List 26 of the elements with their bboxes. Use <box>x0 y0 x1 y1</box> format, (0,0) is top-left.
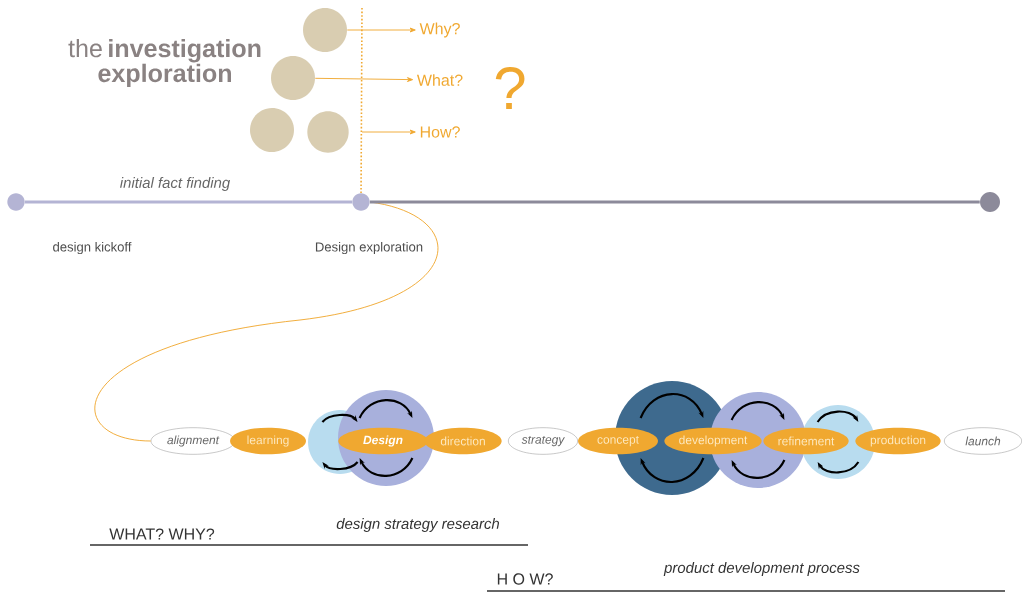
caption-text: design strategy research <box>336 518 500 532</box>
arrow <box>361 129 416 135</box>
timeline-dot <box>7 193 25 211</box>
edge-label: initial fact finding <box>118 175 232 193</box>
arrow <box>314 77 414 82</box>
connector <box>360 7 363 194</box>
title: the investigation exploration <box>68 38 261 88</box>
timeline-dot <box>980 192 1000 212</box>
caption-text: product development process <box>663 562 860 576</box>
arrow <box>346 27 416 33</box>
question-mark: ? <box>495 67 525 109</box>
heading-text: H O W? <box>497 573 553 585</box>
node-caption: Design exploration <box>315 241 423 255</box>
connector <box>24 200 353 204</box>
connector <box>94 201 439 442</box>
question-text: Why? <box>419 22 460 38</box>
question-text: How? <box>420 126 460 138</box>
heading-text: WHAT? WHY? <box>109 528 215 540</box>
circle <box>271 56 315 100</box>
circle <box>307 111 349 153</box>
node-caption: design kickoff <box>53 241 132 255</box>
circle <box>303 8 347 52</box>
circle <box>250 108 294 152</box>
connector <box>369 200 980 204</box>
timeline-dot <box>352 193 370 211</box>
question-text: What? <box>416 74 463 86</box>
